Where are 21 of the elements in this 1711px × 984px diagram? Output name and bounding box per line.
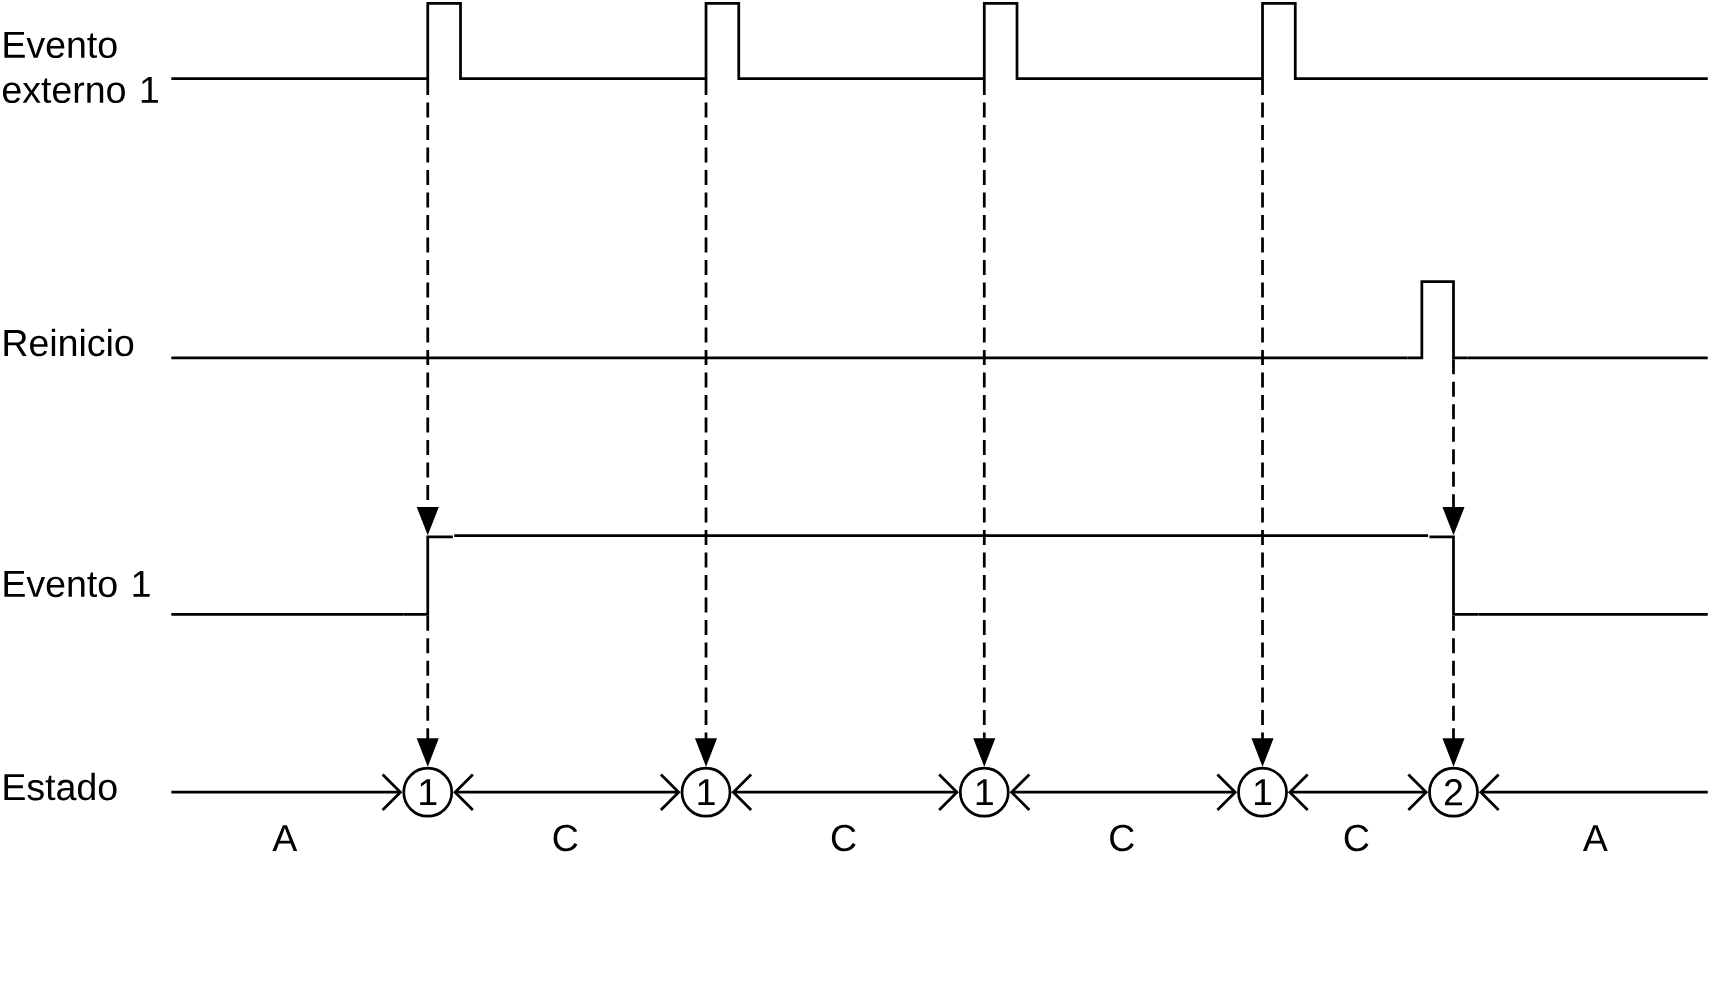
edge-label: C [1105,822,1138,854]
state-arrow [731,773,959,811]
edge-label: C [1340,822,1373,854]
waveform [1407,280,1468,360]
signal-name: Estado [4,772,117,801]
edge-label: A [269,822,300,854]
waveform [403,535,453,616]
signal-name: Evento externo 1 [3,31,158,103]
waveform [171,1,1708,80]
edge-label: C [549,822,582,854]
state-arrow [1287,773,1429,811]
signal-name: Reinicio [4,328,134,357]
state-arrow [171,773,403,811]
state-arrow [453,773,681,811]
waveform [1429,535,1479,616]
edge-label: C [827,822,860,854]
signal-line [454,534,1429,537]
signal-name: Evento 1 [4,570,150,597]
state-arrow [1009,773,1238,811]
edge-label: A [1580,822,1611,854]
state-arrow [1478,773,1708,811]
